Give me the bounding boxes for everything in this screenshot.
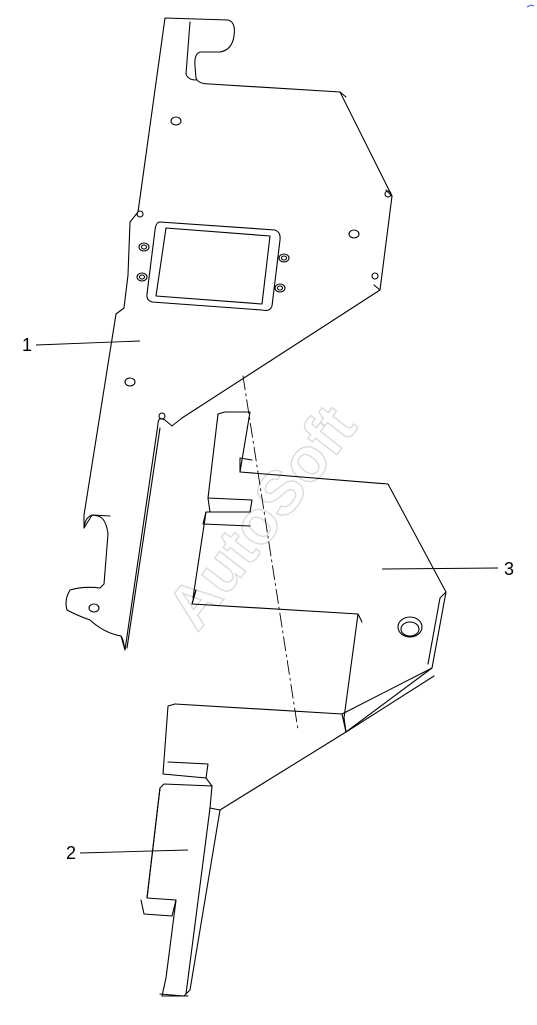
leader-lines — [35, 340, 499, 854]
part-1-bracket — [65, 17, 393, 651]
part-2-block — [140, 667, 435, 997]
leader-line-3 — [381, 567, 499, 570]
callout-3: 3 — [504, 559, 515, 579]
corner-mark-icon — [526, 4, 535, 8]
watermark: AutoSoft — [153, 392, 370, 642]
leader-line-1 — [35, 340, 141, 346]
callout-1: 1 — [22, 335, 33, 355]
leader-line-2 — [79, 849, 189, 854]
callout-2: 2 — [66, 843, 77, 863]
alignment-centerline — [242, 375, 299, 731]
watermark-text: AutoSoft — [154, 393, 369, 642]
